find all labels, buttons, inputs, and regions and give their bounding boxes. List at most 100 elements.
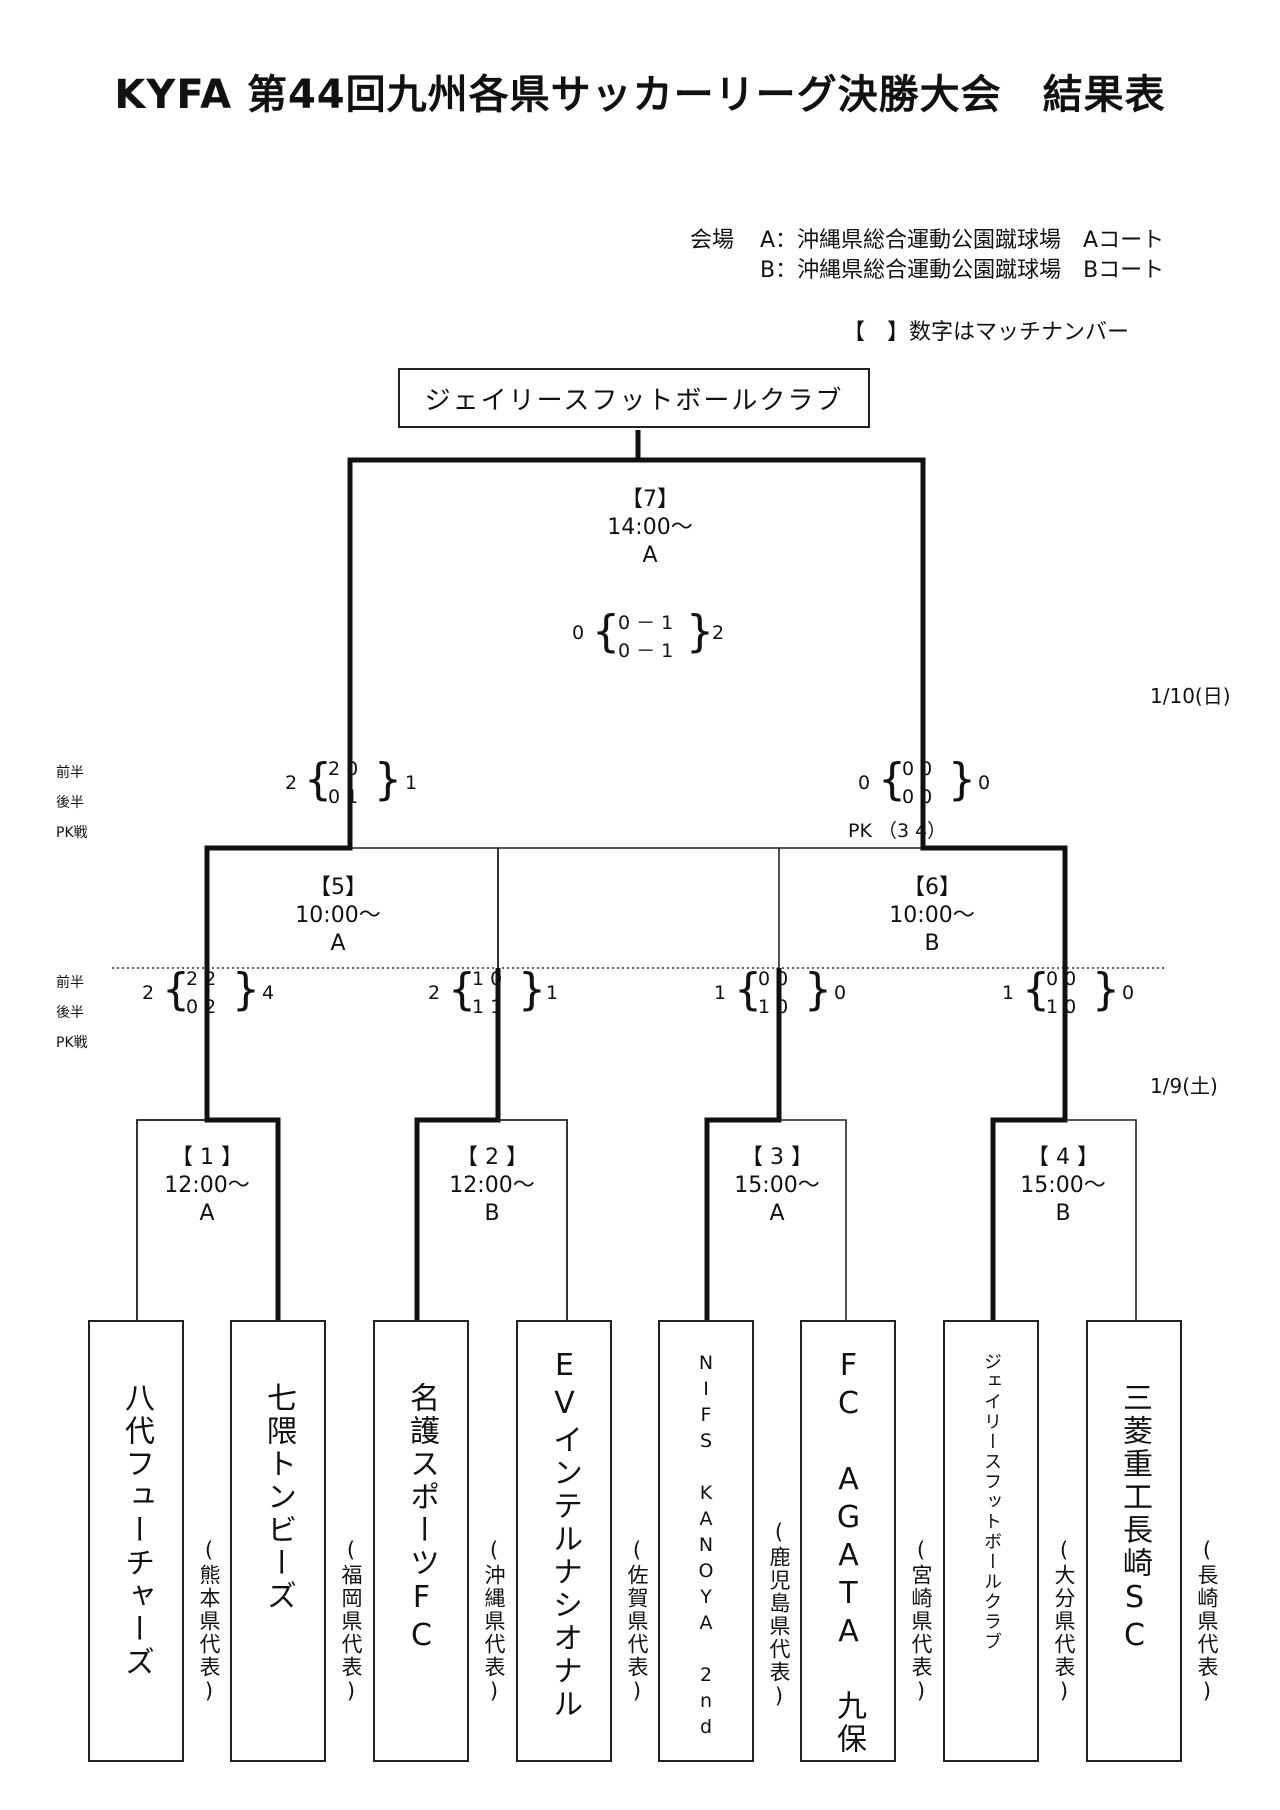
match-5-left-total: 2: [285, 772, 298, 794]
match-6-left-total: 0: [858, 772, 871, 794]
match-court: A: [330, 931, 346, 956]
match-6-first: 0 0: [902, 758, 933, 780]
brace-open: {: [162, 964, 190, 1015]
team-prefecture: (長崎県代表): [1195, 1538, 1219, 1705]
team-prefecture: (佐賀県代表): [625, 1538, 649, 1705]
match-4-info: 【 4 】 15:00〜 B: [993, 1144, 1133, 1228]
match-time: 10:00〜: [889, 903, 975, 928]
team-box: 七隈トンビーズ: [230, 1320, 326, 1762]
brace-open: {: [448, 964, 476, 1015]
champion-box: ジェイリースフットボールクラブ: [398, 368, 870, 428]
match-time: 12:00〜: [164, 1173, 250, 1198]
team-name: 七隈トンビーズ: [261, 1382, 296, 1613]
brace-open: {: [734, 964, 762, 1015]
row-label-pk: PK戦: [56, 1035, 88, 1051]
team-name: ジェイリースフットボールクラブ: [981, 1352, 1002, 1652]
match-time: 12:00〜: [449, 1173, 535, 1198]
brace-close: }: [1092, 964, 1120, 1015]
match-3-second: 1 0: [758, 996, 789, 1018]
match-number: 【 2 】: [456, 1145, 528, 1170]
match-number: 【5】: [309, 875, 367, 900]
match-4-first: 0 0: [1046, 968, 1077, 990]
brace-open: {: [1022, 964, 1050, 1015]
match-number: 【 4 】: [1027, 1145, 1099, 1170]
match-7-left-total: 0: [572, 622, 585, 644]
team-prefecture: (鹿児島県代表): [767, 1520, 791, 1710]
match-2-right-total: 1: [546, 982, 559, 1004]
team-box: 名護スポーツFC: [373, 1320, 469, 1762]
match-3-info: 【 3 】 15:00〜 A: [707, 1144, 847, 1228]
row-label-second: 後半: [56, 795, 84, 811]
venue-a: A：沖縄県総合運動公園蹴球場 Aコート: [760, 228, 1165, 253]
brace-open: {: [304, 754, 332, 805]
match-time: 15:00〜: [734, 1173, 820, 1198]
match-number: 【6】: [903, 875, 961, 900]
match-3-right-total: 0: [834, 982, 847, 1004]
match-2-first: 1 0: [472, 968, 503, 990]
brace-close: }: [374, 754, 402, 805]
match-1-right-total: 4: [262, 982, 275, 1004]
match-2-second: 1 1: [472, 996, 503, 1018]
match-6-info: 【6】 10:00〜 B: [862, 874, 1002, 958]
match-number: 【 1 】: [171, 1145, 243, 1170]
brace-close: }: [948, 754, 976, 805]
match-5-right-total: 1: [405, 772, 418, 794]
row-label-second: 後半: [56, 1005, 84, 1021]
match-1-info: 【 1 】 12:00〜 A: [137, 1144, 277, 1228]
match-7-info: 【7】 14:00〜 A: [580, 486, 720, 570]
match-court: A: [199, 1201, 215, 1226]
team-name: 八代フューチャーズ: [119, 1382, 154, 1679]
brace-open: {: [878, 754, 906, 805]
match-4-right-total: 0: [1122, 982, 1135, 1004]
team-prefecture: (福岡県代表): [339, 1538, 363, 1705]
match-time: 10:00〜: [295, 903, 381, 928]
team-name: 三菱重工長崎SC: [1117, 1382, 1152, 1656]
match-5-second: 0 1: [328, 786, 359, 808]
brace-close: }: [232, 964, 260, 1015]
match-3-first: 0 0: [758, 968, 789, 990]
match-6-right-total: 0: [978, 772, 991, 794]
match-6-pk: PK （3 4）: [848, 820, 947, 842]
team-prefecture: (宮崎県代表): [909, 1538, 933, 1705]
team-prefecture: (大分県代表): [1052, 1538, 1076, 1705]
venue-label: 会場: [690, 228, 735, 253]
match-2-info: 【 2 】 12:00〜 B: [422, 1144, 562, 1228]
match-1-left-total: 2: [142, 982, 155, 1004]
match-7-right-total: 2: [712, 622, 725, 644]
match-court: A: [642, 543, 658, 568]
match-court: B: [484, 1201, 500, 1226]
team-box: EVインテルナシオナル: [516, 1320, 612, 1762]
match-7-second: 0 － 1: [618, 640, 674, 662]
match-3-left-total: 1: [714, 982, 727, 1004]
team-box: NIFS KANOYA 2nd: [658, 1320, 754, 1762]
match-time: 14:00〜: [607, 515, 693, 540]
match-court: B: [1055, 1201, 1071, 1226]
row-label-pk: PK戦: [56, 825, 88, 841]
brace-close: }: [518, 964, 546, 1015]
venue-b: B：沖縄県総合運動公園蹴球場 Bコート: [760, 258, 1165, 283]
team-box: 三菱重工長崎SC: [1086, 1320, 1182, 1762]
team-name: 名護スポーツFC: [404, 1382, 439, 1656]
match-5-info: 【5】 10:00〜 A: [268, 874, 408, 958]
row-label-first: 前半: [56, 765, 84, 781]
team-prefecture: (沖縄県代表): [482, 1538, 506, 1705]
team-box: ジェイリースフットボールクラブ: [943, 1320, 1039, 1762]
page-title: KYFA 第44回九州各県サッカーリーグ決勝大会 結果表: [114, 72, 1166, 118]
match-7-first: 0 － 1: [618, 612, 674, 634]
match-5-first: 2 0: [328, 758, 359, 780]
legend-note: 【 】数字はマッチナンバー: [843, 320, 1130, 345]
match-time: 15:00〜: [1020, 1173, 1106, 1198]
match-number: 【7】: [621, 487, 679, 512]
match-1-second: 0 2: [186, 996, 217, 1018]
match-4-left-total: 1: [1002, 982, 1015, 1004]
brace-close: }: [686, 606, 714, 657]
match-4-second: 1 0: [1046, 996, 1077, 1018]
brace-open: {: [592, 606, 620, 657]
match-1-first: 2 2: [186, 968, 217, 990]
brace-close: }: [804, 964, 832, 1015]
match-court: B: [924, 931, 940, 956]
team-box: FC AGATA 九保: [800, 1320, 896, 1762]
team-prefecture: (熊本県代表): [197, 1538, 221, 1705]
team-name: NIFS KANOYA 2nd: [695, 1352, 717, 1742]
